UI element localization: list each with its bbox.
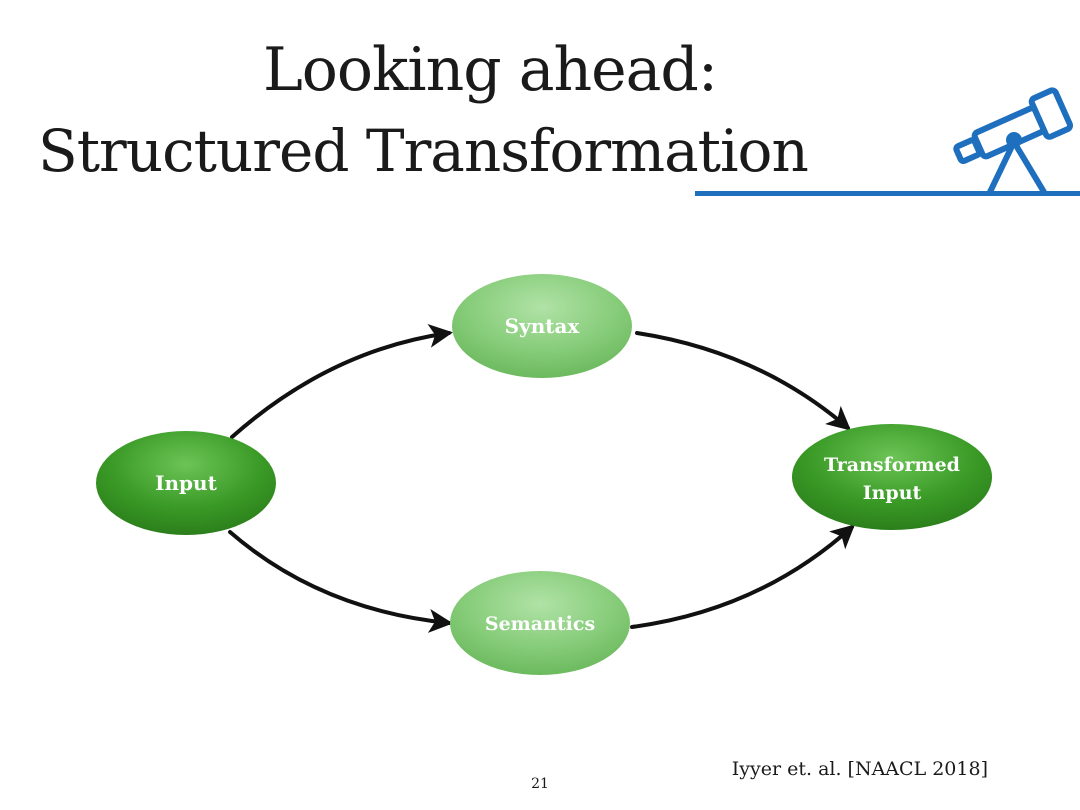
title-underline [695,191,1080,196]
node-input-label: Input [155,471,217,495]
node-syntax-label: Syntax [505,314,581,338]
node-transformed-input: Transformed Input [792,424,992,530]
node-transformed-input-shape [792,424,992,530]
citation: Iyyer et. al. [NAACL 2018] [731,758,988,780]
node-transformed-input-label-line-2: Input [863,482,922,504]
node-semantics-label: Semantics [485,613,595,635]
telescope-eyepiece [953,137,983,165]
telescope-icon [953,87,1074,195]
node-semantics-shape [450,571,630,675]
node-semantics: Semantics [450,571,630,675]
node-transformed-input-label-line-1: Transformed [824,454,960,476]
telescope-lens [1028,87,1074,140]
title-line-1: Looking ahead: [262,35,718,105]
arrow-syntax-to-transformed [635,331,852,431]
title-line-2: Structured Transformation [38,117,809,185]
arrow-semantics-to-transformed [630,524,855,629]
node-syntax-shape [452,274,632,378]
arrow-input-to-semantics [228,530,453,633]
page-number: 21 [531,776,549,792]
node-syntax: Syntax [452,274,632,378]
node-input: Input [96,431,276,535]
telescope-leg-right [1011,139,1047,195]
arrow-input-to-syntax [230,323,453,439]
telescope-leg-left [987,139,1017,195]
node-input-shape [96,431,276,535]
